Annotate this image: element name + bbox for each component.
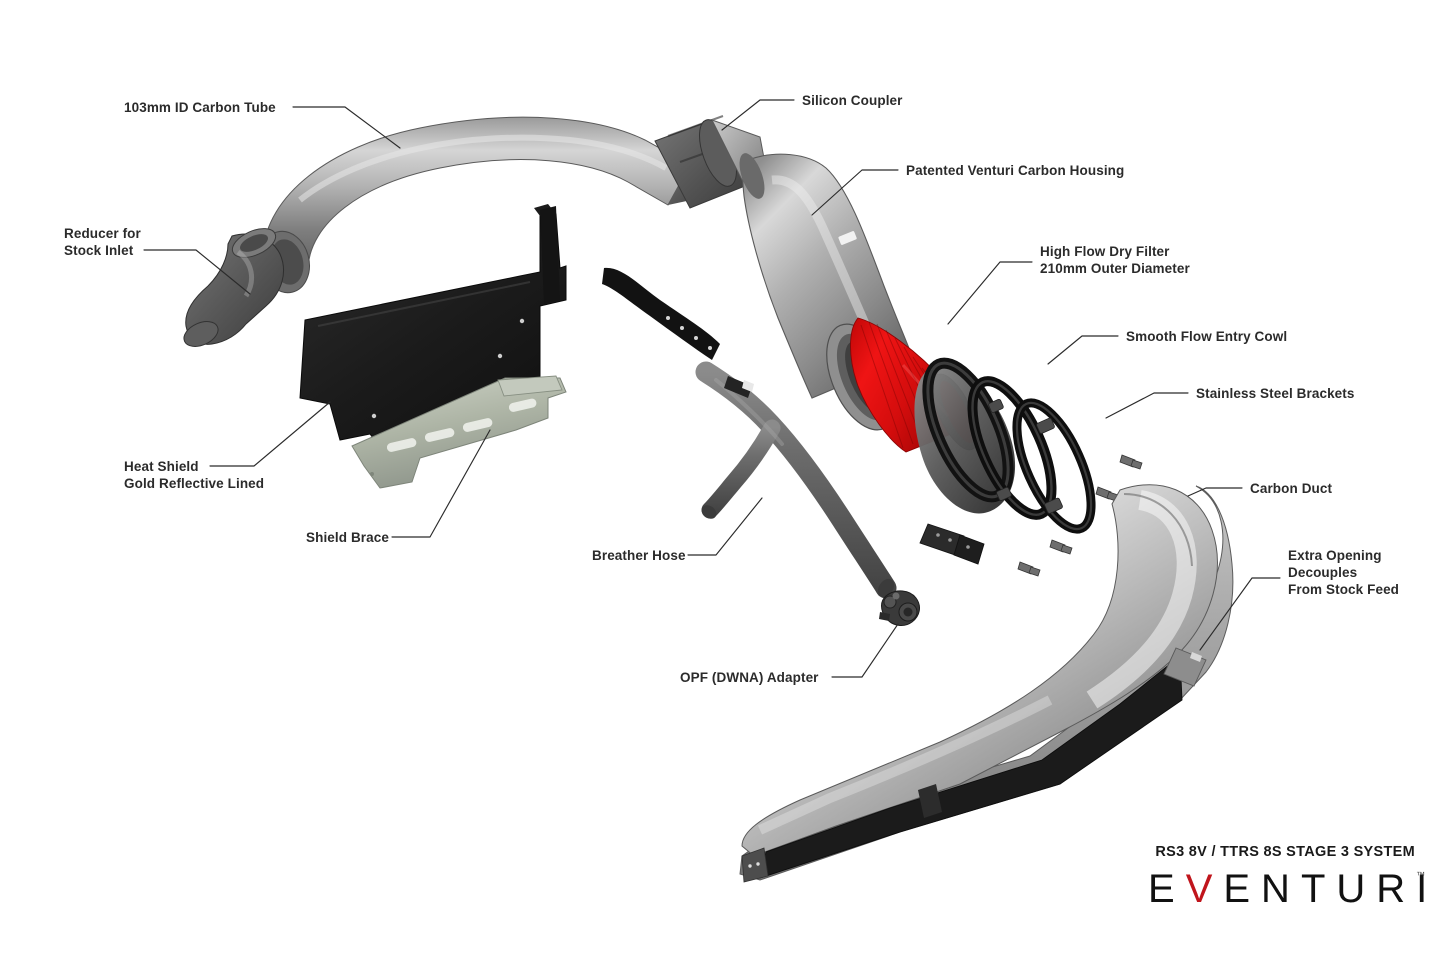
logo-letter-e: E <box>1148 867 1186 911</box>
callout-line: Decouples <box>1288 565 1357 580</box>
leader-shield-brace <box>391 429 491 538</box>
callout-line: Reducer for <box>64 226 142 241</box>
callout-label-silicon-coupler: Silicon Coupler <box>802 93 903 108</box>
leader-carbon-tube <box>292 106 401 149</box>
callout-label-entry-cowl: Smooth Flow Entry Cowl <box>1126 329 1287 344</box>
callout-line: 210mm Outer Diameter <box>1040 261 1190 276</box>
callout-line: Stainless Steel Brackets <box>1196 386 1355 401</box>
callout-line: Stock Inlet <box>64 243 134 258</box>
callout-line: Patented Venturi Carbon Housing <box>906 163 1124 178</box>
callout-label-venturi-housing: Patented Venturi Carbon Housing <box>906 163 1124 178</box>
leader-dry-filter <box>947 261 1033 325</box>
part-opf-adapter <box>879 590 920 626</box>
callout-label-carbon-duct: Carbon Duct <box>1250 481 1333 496</box>
callout-line: Gold Reflective Lined <box>124 476 264 491</box>
callout-line: From Stock Feed <box>1288 582 1399 597</box>
callout-label-dry-filter: High Flow Dry Filter 210mm Outer Diameter <box>1040 244 1190 276</box>
callout-line: Smooth Flow Entry Cowl <box>1126 329 1287 344</box>
callout-line: Shield Brace <box>306 530 389 545</box>
part-carbon-tube <box>260 116 710 294</box>
brand-logo: EVENTURI <box>1148 867 1438 911</box>
part-carbon-duct <box>739 484 1234 883</box>
leader-silicon-coupler <box>721 99 795 131</box>
leader-breather-hose <box>687 497 763 556</box>
callout-line: High Flow Dry Filter <box>1040 244 1170 259</box>
callout-label-stainless-brackets: Stainless Steel Brackets <box>1196 386 1355 401</box>
leader-opf-adapter <box>831 623 899 678</box>
leader-stainless-brackets <box>1105 392 1189 419</box>
trademark-symbol: ™ <box>1416 870 1425 880</box>
part-shield-brace <box>351 375 567 489</box>
part-reducer <box>183 228 284 347</box>
callout-line: Breather Hose <box>592 548 686 563</box>
leader-heat-shield <box>209 401 331 467</box>
product-title: RS3 8V / TTRS 8S STAGE 3 SYSTEM <box>1155 844 1415 860</box>
callout-line: 103mm ID Carbon Tube <box>124 100 276 115</box>
logo-letter-v: V <box>1186 867 1224 911</box>
bolt-fasteners <box>1017 454 1143 577</box>
callout-line: Silicon Coupler <box>802 93 903 108</box>
part-small-brackets <box>540 206 720 360</box>
callout-label-carbon-tube: 103mm ID Carbon Tube <box>124 100 276 115</box>
callout-label-breather-hose: Breather Hose <box>592 548 686 563</box>
leader-reducer <box>143 249 251 295</box>
callout-line: Carbon Duct <box>1250 481 1333 496</box>
part-stainless-brackets <box>919 376 1143 577</box>
callout-line: OPF (DWNA) Adapter <box>680 670 819 685</box>
leader-extra-opening <box>1199 577 1281 651</box>
branding-block: RS3 8V / TTRS 8S STAGE 3 SYSTEM EVENTURI… <box>1148 844 1438 911</box>
callout-line: Extra Opening <box>1288 548 1382 563</box>
leader-entry-cowl <box>1047 335 1119 365</box>
leader-venturi-housing <box>811 169 899 216</box>
part-breather-hose <box>695 361 897 599</box>
leader-lines <box>143 99 1281 678</box>
logo-letters-enturi: ENTURI <box>1223 867 1438 911</box>
callout-line: Heat Shield <box>124 459 199 474</box>
leader-carbon-duct <box>1187 487 1243 497</box>
callout-label-shield-brace: Shield Brace <box>306 530 389 545</box>
callout-label-opf-adapter: OPF (DWNA) Adapter <box>680 670 819 685</box>
